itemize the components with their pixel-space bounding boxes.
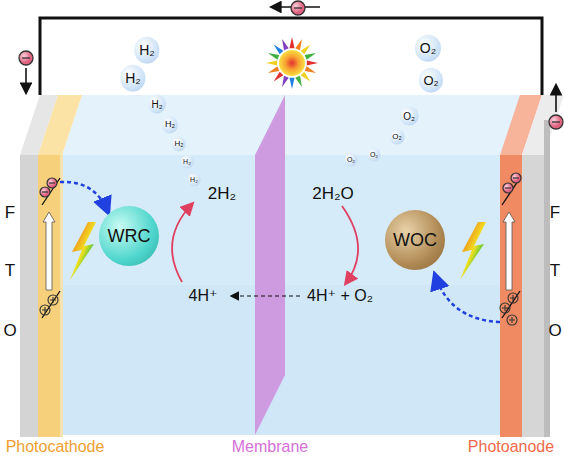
- species-label: 4H⁺: [189, 288, 218, 304]
- species-label: 2H₂O: [312, 185, 354, 202]
- sun-ray: [282, 39, 289, 50]
- species-label: 2H₂: [208, 185, 236, 202]
- gas-bubble: H₂: [134, 37, 159, 64]
- sun-ray: [295, 39, 302, 50]
- gas-bubble: O₂: [415, 35, 441, 62]
- gas-bubble: H₂: [148, 95, 166, 114]
- sun-ray: [268, 66, 279, 73]
- sun-ray: [295, 76, 302, 87]
- sun-ray: [282, 76, 289, 87]
- catalyst-label: WRC: [108, 226, 151, 247]
- part-name: Membrane: [232, 439, 308, 455]
- sun-ray: [274, 45, 284, 55]
- sun-ray: [305, 66, 316, 73]
- sun-ray: [305, 53, 316, 60]
- sun-ray: [289, 37, 294, 48]
- sun-ray: [307, 60, 318, 65]
- gas-bubble: H₂: [120, 65, 145, 92]
- layer-letter: T: [5, 262, 15, 279]
- sun-ray: [301, 45, 311, 55]
- gas-bubble: O₂: [400, 107, 419, 126]
- gas-bubble: H₂: [181, 155, 194, 168]
- layer-letter: F: [550, 204, 560, 221]
- sun-ray: [266, 60, 277, 65]
- gas-bubble: O₂: [419, 68, 443, 93]
- catalyst-label: WOC: [393, 230, 437, 251]
- part-name: Photocathode: [6, 439, 105, 455]
- layer-letter: F: [5, 204, 15, 221]
- sun-ray: [268, 53, 279, 60]
- gas-bubble: H₂: [188, 173, 201, 186]
- gas-bubble: O₂: [390, 129, 405, 144]
- species-label: 4H⁺ + O₂: [307, 288, 373, 304]
- catalyst-circle: WOC: [385, 210, 445, 270]
- catalyst-circle: WRC: [99, 206, 159, 266]
- sun-ray: [289, 78, 294, 89]
- part-name: Photoanode: [468, 439, 554, 455]
- sun-ray: [301, 72, 311, 82]
- layer-letter: O: [3, 322, 16, 339]
- layer-letter: O: [548, 322, 561, 339]
- sun-ray: [274, 72, 284, 82]
- layer-letter: T: [550, 262, 560, 279]
